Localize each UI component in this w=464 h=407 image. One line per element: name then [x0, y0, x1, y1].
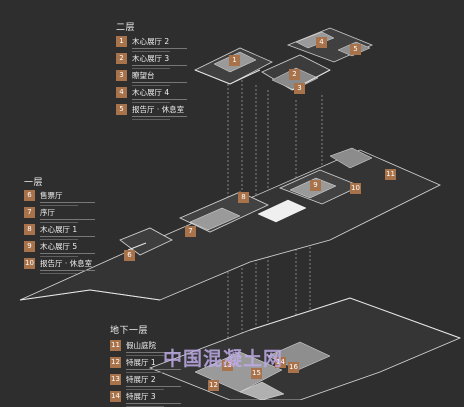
legend-label: 假山庭院: [126, 341, 156, 350]
plan-marker-8: 8: [238, 192, 249, 203]
legend-item-3: 3 瞭望台: [116, 70, 187, 86]
legend-subtext-line: [132, 48, 187, 49]
second-floor-plan: [194, 27, 374, 91]
plan-marker-1: 1: [229, 55, 240, 66]
legend-subtext-line: [126, 403, 181, 404]
legend-label: 报告厅 · 休息室: [40, 259, 93, 268]
basement-heading: 地下一层: [110, 326, 149, 336]
legend-subtext-line: [126, 369, 181, 370]
second-floor-heading: 二层: [116, 23, 136, 33]
legend-subtext-line: [132, 99, 187, 100]
legend-item-12: 12 特展厅 1: [110, 357, 181, 373]
plan-marker-5: 5: [350, 44, 361, 55]
plan-marker-9: 9: [310, 180, 321, 191]
first-floor-heading: 一层: [24, 178, 44, 188]
legend-subtext-line: [40, 205, 78, 206]
legend-subtext-line: [40, 239, 78, 240]
legend-number-badge: 9: [24, 241, 35, 252]
legend-number-badge: 12: [110, 357, 121, 368]
plan-marker-3: 3: [294, 83, 305, 94]
legend-label: 瞭望台: [132, 71, 155, 80]
legend-number-badge: 4: [116, 87, 127, 98]
legend-subtext-line: [40, 273, 78, 274]
legend-item-13: 13 特展厅 2: [110, 374, 181, 390]
legend-subtext-line: [40, 222, 78, 223]
legend-subtext-line: [40, 202, 95, 203]
legend-label: 报告厅 · 休息室: [132, 105, 185, 114]
plan-marker-6: 6: [124, 250, 135, 261]
legend-number-badge: 14: [110, 391, 121, 402]
legend-subtext-line: [126, 372, 164, 373]
legend-subtext-line: [132, 65, 187, 66]
legend-subtext-line: [132, 102, 170, 103]
legend-number-badge: 6: [24, 190, 35, 201]
plan-marker-11: 11: [385, 169, 396, 180]
legend-item-11: 11 假山庭院: [110, 340, 181, 356]
legend-item-5: 5 报告厅 · 休息室: [116, 104, 187, 120]
legend-label: 序厅: [40, 208, 55, 217]
legend-number-badge: 3: [116, 70, 127, 81]
legend-item-7: 7 序厅: [24, 207, 95, 223]
plan-marker-13: 13: [222, 360, 233, 371]
plan-marker-2: 2: [289, 69, 300, 80]
legend-label: 售票厅: [40, 191, 63, 200]
legend-subtext-line: [126, 355, 164, 356]
plan-marker-14: 14: [275, 357, 286, 368]
legend-subtext-line: [40, 256, 78, 257]
legend-label: 木心展厅 4: [132, 88, 170, 97]
legend-subtext-line: [40, 236, 95, 237]
legend-item-2: 2 木心展厅 3: [116, 53, 187, 69]
legend-item-6: 6 售票厅: [24, 190, 95, 206]
legend-number-badge: 8: [24, 224, 35, 235]
legend-subtext-line: [132, 119, 170, 120]
plan-marker-7: 7: [185, 226, 196, 237]
plan-marker-4: 4: [316, 37, 327, 48]
legend-number-badge: 10: [24, 258, 35, 269]
legend-subtext-line: [126, 386, 181, 387]
legend-subtext-line: [126, 389, 164, 390]
legend-label: 木心展厅 5: [40, 242, 78, 251]
legend-item-14: 14 特展厅 3: [110, 391, 181, 407]
legend-number-badge: 7: [24, 207, 35, 218]
legend-subtext-line: [132, 51, 170, 52]
legend-subtext-line: [132, 85, 170, 86]
legend-label: 特展厅 2: [126, 375, 156, 384]
legend-label: 特展厅 1: [126, 358, 156, 367]
legend-subtext-line: [40, 219, 95, 220]
legend-number-badge: 1: [116, 36, 127, 47]
legend-subtext-line: [132, 68, 170, 69]
legend-item-10: 10 报告厅 · 休息室: [24, 258, 95, 274]
legend-number-badge: 13: [110, 374, 121, 385]
legend-number-badge: 11: [110, 340, 121, 351]
legend-item-8: 8 木心展厅 1: [24, 224, 95, 240]
legend-subtext-line: [132, 116, 187, 117]
legend-subtext-line: [126, 352, 181, 353]
legend-number-badge: 5: [116, 104, 127, 115]
legend-item-9: 9 木心展厅 5: [24, 241, 95, 257]
plan-marker-15: 15: [251, 368, 262, 379]
legend-label: 木心展厅 3: [132, 54, 170, 63]
legend-subtext-line: [40, 270, 95, 271]
watermark-text: 中国混凝土网: [163, 348, 284, 370]
legend-label: 木心展厅 2: [132, 37, 170, 46]
plan-marker-16: 16: [288, 362, 299, 373]
legend-item-4: 4 木心展厅 4: [116, 87, 187, 103]
first-floor-plan: [19, 147, 441, 301]
legend-subtext-line: [132, 82, 187, 83]
legend-label: 木心展厅 1: [40, 225, 78, 234]
legend-subtext-line: [40, 253, 95, 254]
legend-number-badge: 2: [116, 53, 127, 64]
legend-item-1: 1 木心展厅 2: [116, 36, 187, 52]
legend-label: 特展厅 3: [126, 392, 156, 401]
plan-marker-10: 10: [350, 183, 361, 194]
plan-marker-12: 12: [208, 380, 219, 391]
